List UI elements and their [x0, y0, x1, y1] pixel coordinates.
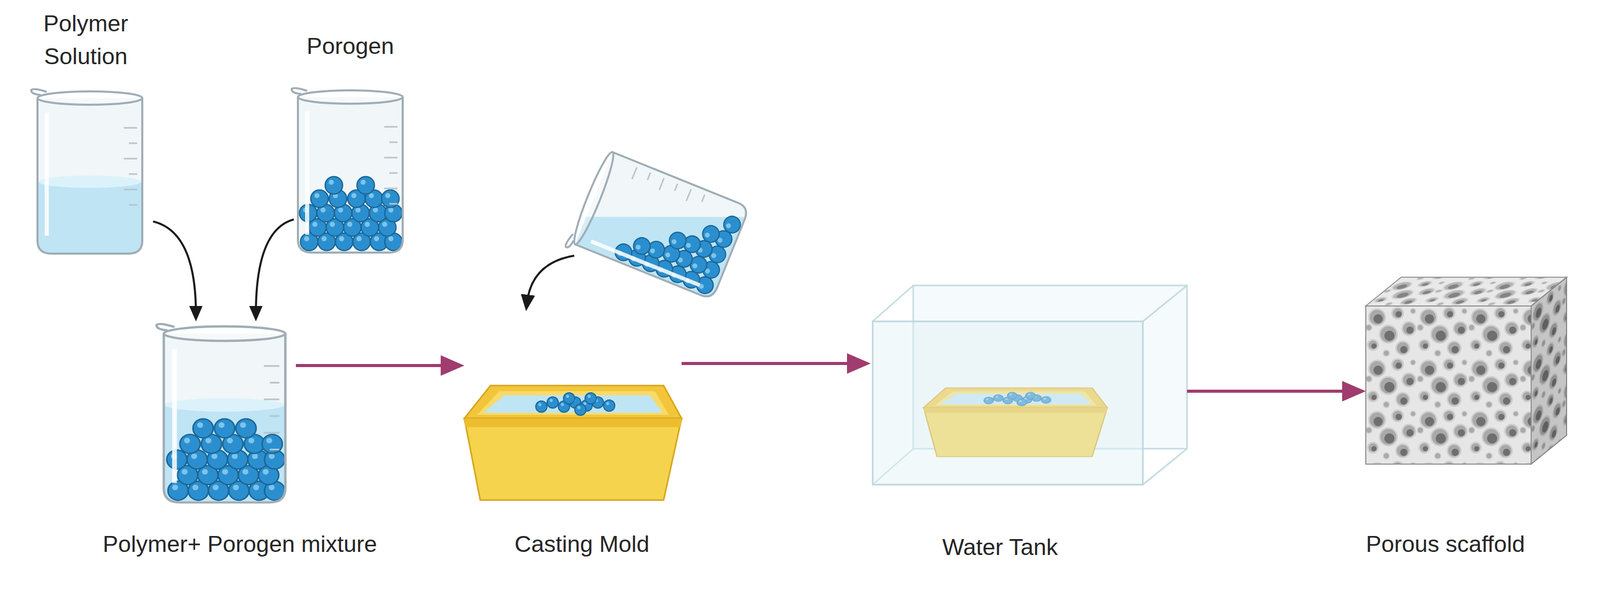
- illustration-node: Water Tank: [870, 285, 1188, 485]
- process-arrow: [681, 362, 859, 366]
- porogen-bead: [325, 176, 343, 195]
- illustration-node: Casting Mold: [464, 359, 682, 501]
- caption-label: Porogen: [247, 29, 454, 63]
- illustration-node: Porous scaffold: [1365, 277, 1567, 465]
- polymer-beaker: [31, 89, 143, 254]
- caption-label: Polymer Solution: [19, 7, 153, 73]
- caption-label: Water Tank: [871, 531, 1129, 564]
- porogen-bead: [193, 419, 214, 439]
- process-arrow: [153, 221, 196, 314]
- cube-side-shade: [1531, 277, 1567, 465]
- porogen-bead: [631, 235, 653, 257]
- glass-body: [297, 97, 403, 253]
- glass-outline: [565, 148, 750, 306]
- glass-outline: [31, 89, 143, 254]
- tank-edges: [872, 285, 1188, 485]
- caption-label: Polymer+ Porogen mixture: [60, 528, 420, 561]
- tank-front: [872, 321, 1143, 485]
- porogen-beaker: [291, 88, 403, 253]
- porogen-bead: [261, 434, 282, 454]
- process-arrow: [1187, 389, 1354, 393]
- process-arrow: [255, 219, 294, 314]
- scaffold-cube: [1365, 277, 1567, 465]
- mixture-beaker: [156, 324, 286, 503]
- porogen-bead: [214, 419, 235, 439]
- liquid-surface: [164, 398, 285, 412]
- caption-label: Casting Mold: [453, 528, 711, 561]
- liquid-surface: [38, 175, 142, 188]
- process-arrow: [295, 364, 453, 368]
- porogen-bead: [700, 223, 722, 246]
- illustration-node: Polymer Solution: [30, 86, 154, 256]
- pour-arrow: [526, 255, 575, 304]
- glass-body: [37, 98, 143, 254]
- casting-tray: [464, 385, 682, 501]
- porogen-bead: [235, 419, 256, 439]
- porogen-bead: [179, 434, 200, 454]
- cube-front: [1365, 306, 1532, 465]
- porogen-bead: [381, 190, 400, 208]
- caption-label: Porous scaffold: [1316, 528, 1574, 561]
- porogen-bead: [356, 176, 375, 195]
- cube-side: [1531, 277, 1567, 465]
- glass-body: [163, 333, 286, 503]
- illustration-node: Polymer+ Porogen mixture: [153, 321, 296, 506]
- glass-outline: [156, 324, 286, 503]
- porogen-bead: [666, 230, 689, 252]
- porogen-bead: [310, 190, 329, 208]
- polymer-liquid: [38, 181, 142, 253]
- illustration-node: Porogen: [293, 76, 409, 256]
- glass-outline: [291, 88, 403, 253]
- pouring-beaker: [565, 148, 750, 306]
- water-tank: [872, 285, 1188, 485]
